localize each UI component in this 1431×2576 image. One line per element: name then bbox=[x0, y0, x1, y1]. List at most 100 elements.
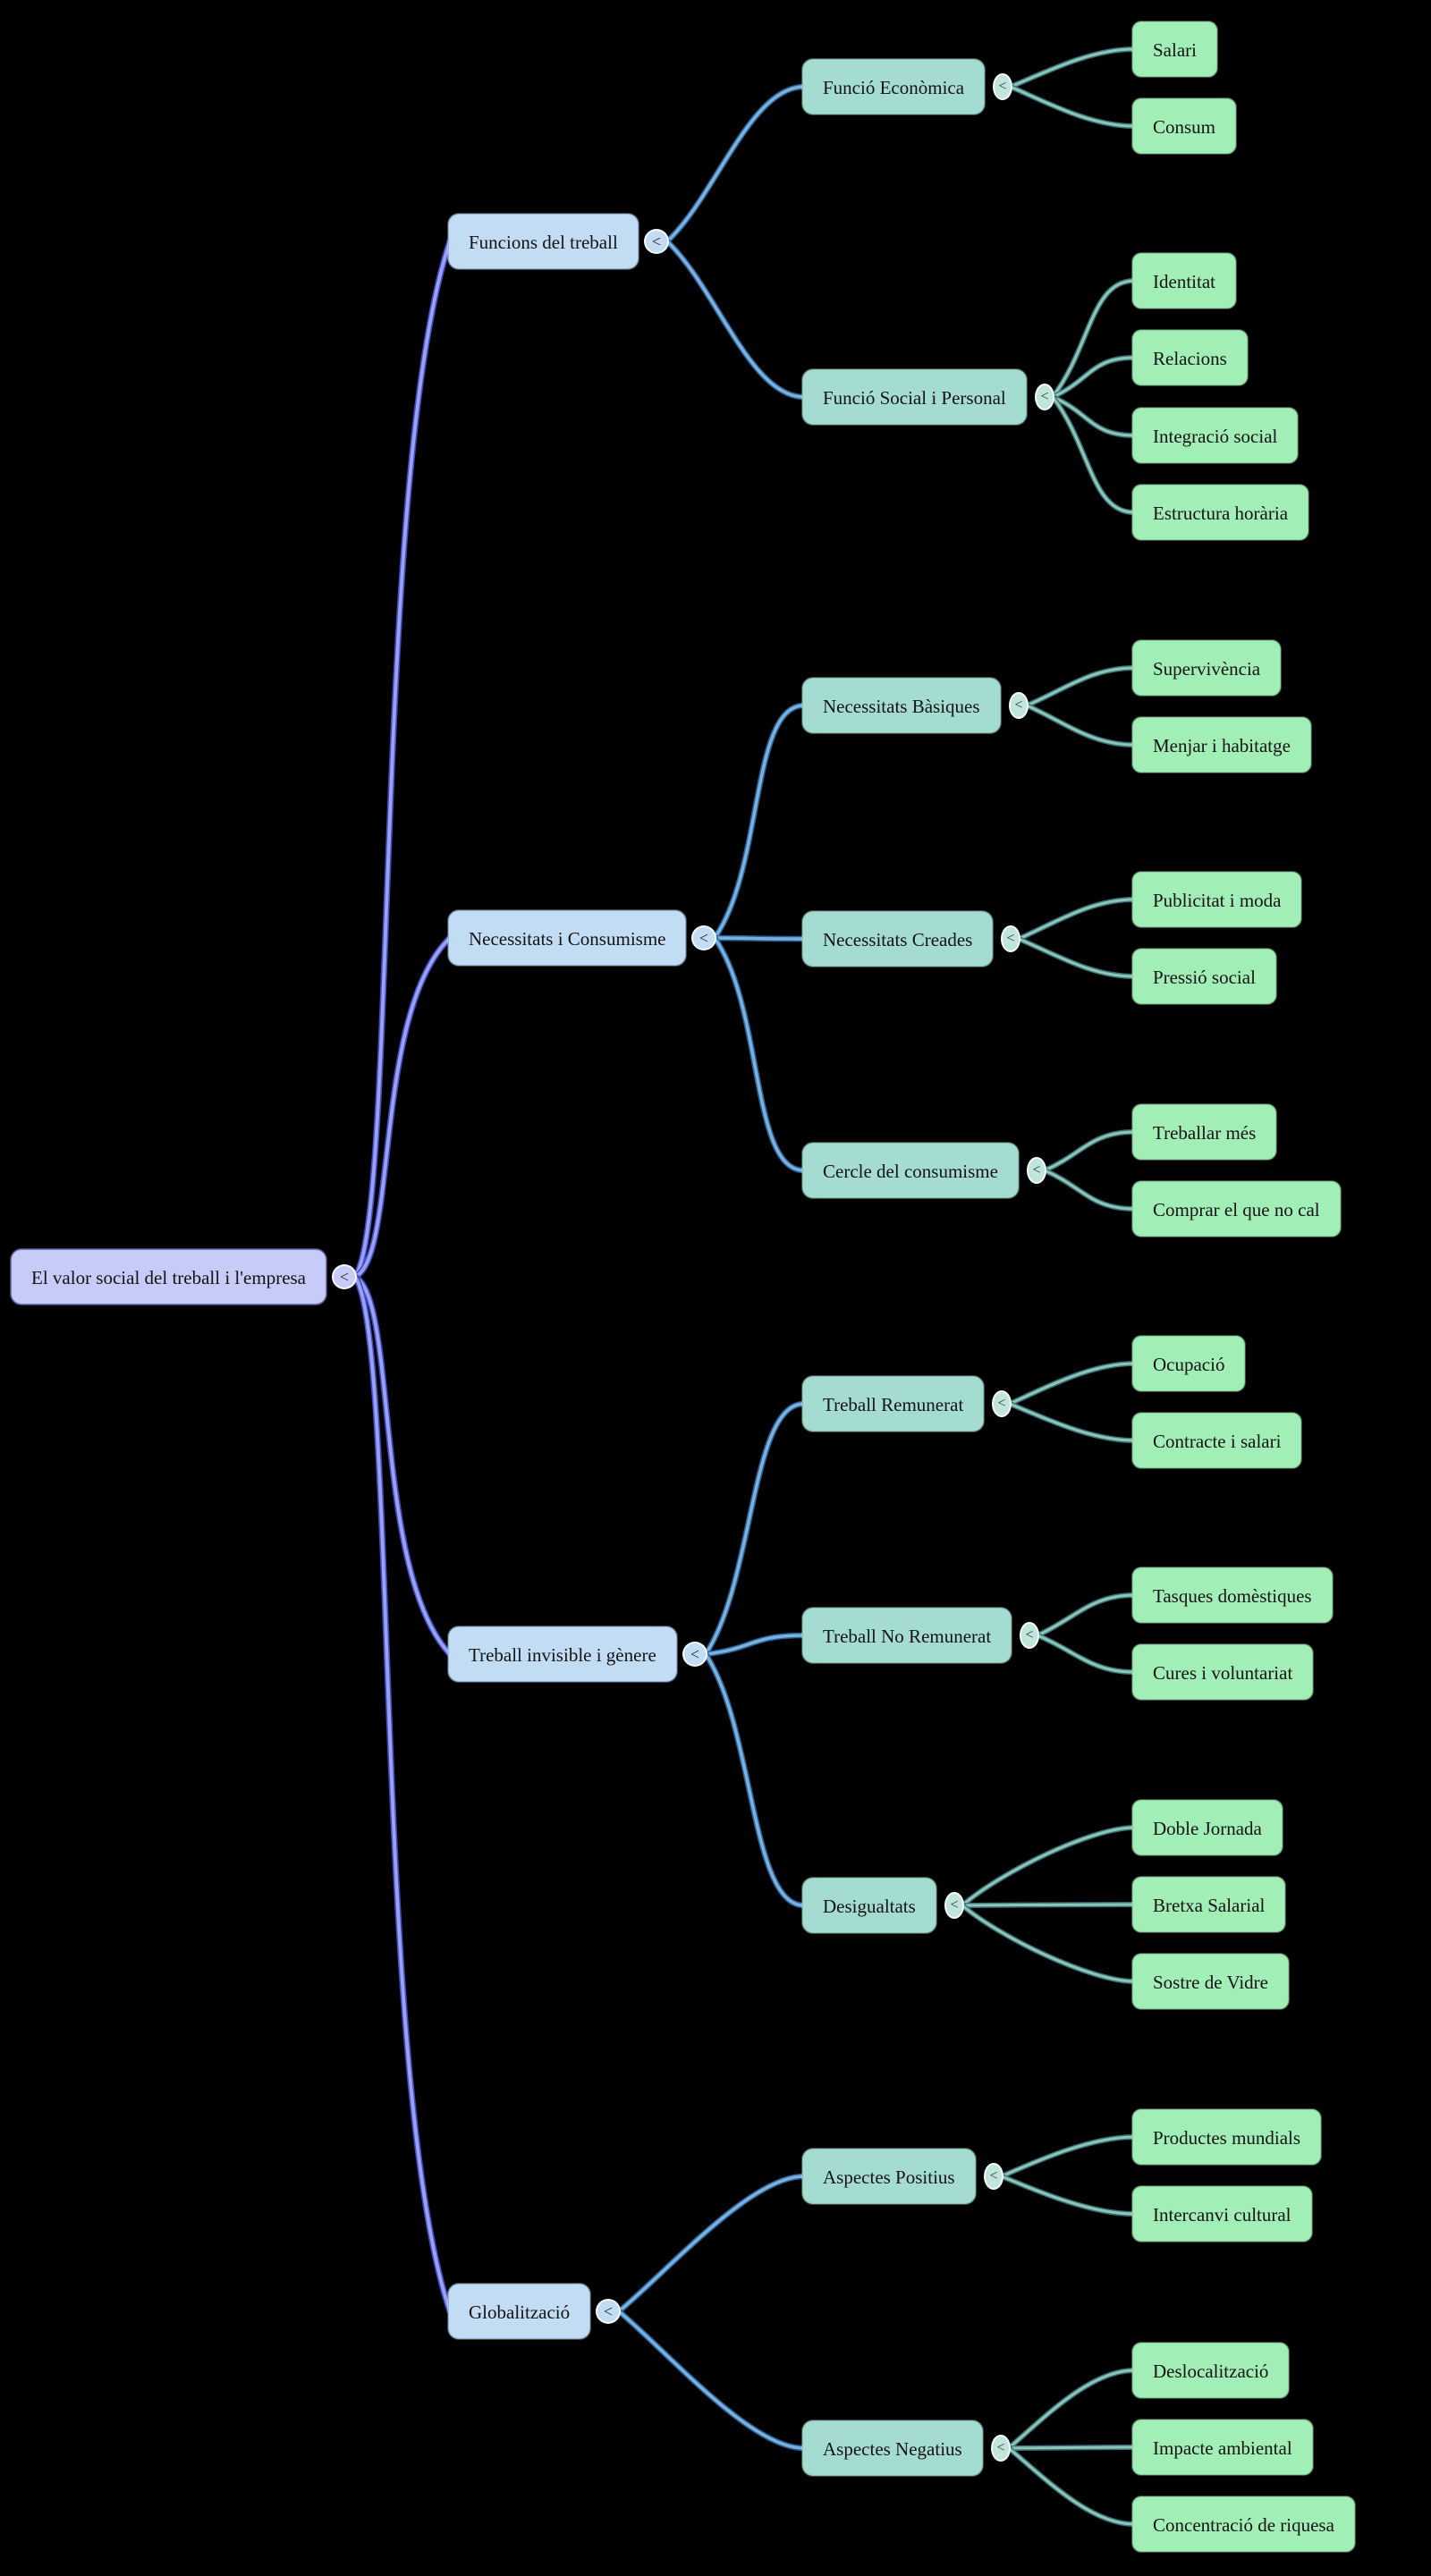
edge-globalitzacio-aspectes-positius bbox=[615, 2173, 808, 2315]
node-treball-invisible-i-genere[interactable]: Treball invisible i gènere bbox=[448, 1626, 677, 1682]
node-supervivencia[interactable]: Supervivència bbox=[1132, 640, 1282, 696]
collapse-button-funcio-economica[interactable]: < bbox=[993, 73, 1012, 100]
edge-treball-remunerat-contracte-i-salari bbox=[1007, 1401, 1137, 1443]
edge-treball-no-remunerat-tasques-domestiques bbox=[1036, 1593, 1136, 1637]
node-aspectes-negatius[interactable]: Aspectes Negatius bbox=[802, 2420, 983, 2476]
edge-root-globalitzacio bbox=[351, 1273, 453, 2315]
edge-funcio-economica-consum bbox=[1008, 84, 1137, 129]
collapse-button-funcio-social-i-personal[interactable]: < bbox=[1035, 384, 1054, 410]
collapse-button-necessitats-i-consumisme[interactable]: < bbox=[691, 925, 716, 950]
node-contracte-i-salari[interactable]: Contracte i salari bbox=[1132, 1413, 1302, 1468]
edge-treball-invisible-i-genere-desigualtats bbox=[704, 1652, 806, 1907]
edge-aspectes-negatius-concentracio-de-riquesa bbox=[1007, 2446, 1136, 2526]
node-treball-no-remunerat[interactable]: Treball No Remunerat bbox=[802, 1608, 1012, 1663]
edge-cercle-del-consumisme-treballar-mes bbox=[1043, 1130, 1136, 1172]
node-globalitzacio[interactable]: Globalització bbox=[448, 2284, 591, 2339]
node-cercle-del-consumisme[interactable]: Cercle del consumisme bbox=[802, 1143, 1019, 1198]
edge-funcio-social-i-personal-relacions bbox=[1051, 356, 1136, 399]
edge-necessitats-creades-pressio-social bbox=[1016, 936, 1137, 979]
edge-treball-invisible-i-genere-treball-no-remunerat bbox=[704, 1634, 806, 1656]
collapse-button-aspectes-negatius[interactable]: < bbox=[991, 2435, 1011, 2462]
edge-globalitzacio-aspectes-positius bbox=[617, 2175, 806, 2313]
node-publicitat-i-moda[interactable]: Publicitat i moda bbox=[1132, 872, 1302, 927]
node-funcio-social-i-personal[interactable]: Funció Social i Personal bbox=[802, 369, 1027, 425]
node-necessitats-i-consumisme[interactable]: Necessitats i Consumisme bbox=[448, 910, 687, 966]
collapse-button-globalitzacio[interactable]: < bbox=[596, 2299, 621, 2324]
edge-treball-remunerat-contracte-i-salari bbox=[1008, 1402, 1136, 1442]
node-comprar-el-que-no-cal[interactable]: Comprar el que no cal bbox=[1132, 1181, 1341, 1237]
edge-treball-remunerat-ocupacio bbox=[1008, 1362, 1136, 1406]
collapse-button-treball-no-remunerat[interactable]: < bbox=[1020, 1622, 1039, 1649]
edge-treball-invisible-i-genere-desigualtats bbox=[702, 1651, 808, 1909]
edge-necessitats-i-consumisme-necessitats-creades bbox=[713, 936, 806, 941]
collapse-button-funcions-del-treball[interactable]: < bbox=[644, 229, 669, 254]
edge-funcions-del-treball-funcio-social-i-personal bbox=[665, 240, 806, 399]
collapse-button-necessitats-basiques[interactable]: < bbox=[1009, 692, 1029, 719]
node-treballar-mes[interactable]: Treballar més bbox=[1132, 1104, 1277, 1160]
edge-aspectes-positius-intercanvi-cultural bbox=[999, 2174, 1137, 2217]
collapse-button-root[interactable]: < bbox=[332, 1264, 357, 1289]
node-sostre-de-vidre[interactable]: Sostre de Vidre bbox=[1132, 1954, 1289, 2009]
edge-root-globalitzacio bbox=[353, 1275, 452, 2313]
edge-treball-remunerat-ocupacio bbox=[1007, 1361, 1137, 1406]
node-impacte-ambiental[interactable]: Impacte ambiental bbox=[1132, 2420, 1313, 2475]
node-salari[interactable]: Salari bbox=[1132, 21, 1217, 77]
node-necessitats-creades[interactable]: Necessitats Creades bbox=[802, 911, 994, 967]
node-desigualtats[interactable]: Desigualtats bbox=[802, 1878, 936, 1933]
collapse-button-treball-remunerat[interactable]: < bbox=[992, 1390, 1012, 1417]
node-productes-mundials[interactable]: Productes mundials bbox=[1132, 2109, 1322, 2165]
node-aspectes-positius[interactable]: Aspectes Positius bbox=[802, 2149, 976, 2204]
collapse-button-cercle-del-consumisme[interactable]: < bbox=[1027, 1157, 1046, 1184]
collapse-button-necessitats-creades[interactable]: < bbox=[1001, 925, 1020, 952]
node-doble-jornada[interactable]: Doble Jornada bbox=[1132, 1800, 1283, 1855]
edge-necessitats-i-consumisme-necessitats-basiques bbox=[713, 704, 806, 940]
node-ocupacio[interactable]: Ocupació bbox=[1132, 1336, 1246, 1391]
edge-cercle-del-consumisme-comprar-el-que-no-cal bbox=[1043, 1169, 1136, 1211]
node-consum[interactable]: Consum bbox=[1132, 98, 1237, 154]
edge-funcio-economica-salari bbox=[1008, 46, 1137, 89]
node-cures-i-voluntariat[interactable]: Cures i voluntariat bbox=[1132, 1644, 1314, 1700]
node-concentracio-de-riquesa[interactable]: Concentració de riquesa bbox=[1132, 2496, 1355, 2552]
collapse-button-treball-invisible-i-genere[interactable]: < bbox=[682, 1642, 707, 1667]
edge-root-funcions-del-treball bbox=[351, 238, 453, 1280]
edge-necessitats-creades-publicitat-i-moda bbox=[1016, 897, 1137, 942]
edge-treball-no-remunerat-cures-i-voluntariat bbox=[1036, 1634, 1136, 1674]
node-identitat[interactable]: Identitat bbox=[1132, 253, 1236, 308]
node-necessitats-basiques[interactable]: Necessitats Bàsiques bbox=[802, 678, 1001, 733]
edge-necessitats-basiques-supervivencia bbox=[1025, 666, 1136, 707]
edge-funcio-economica-consum bbox=[1009, 85, 1136, 128]
collapse-button-desigualtats[interactable]: < bbox=[944, 1892, 964, 1919]
edge-funcio-economica-salari bbox=[1009, 47, 1136, 89]
edge-treball-invisible-i-genere-treball-remunerat bbox=[702, 1400, 808, 1658]
node-integracio-social[interactable]: Integració social bbox=[1132, 408, 1299, 463]
node-root[interactable]: El valor social del treball i l'empresa bbox=[11, 1249, 327, 1305]
edge-necessitats-i-consumisme-cercle-del-consumisme bbox=[713, 936, 806, 1172]
node-estructura-horaria[interactable]: Estructura horària bbox=[1132, 485, 1309, 540]
edge-treball-invisible-i-genere-treball-remunerat bbox=[704, 1402, 806, 1656]
node-menjar-i-habitatge[interactable]: Menjar i habitatge bbox=[1132, 717, 1311, 773]
node-treball-remunerat[interactable]: Treball Remunerat bbox=[802, 1376, 985, 1432]
edge-necessitats-basiques-menjar-i-habitatge bbox=[1025, 704, 1136, 747]
edge-necessitats-basiques-supervivencia bbox=[1024, 665, 1137, 708]
node-pressio-social[interactable]: Pressió social bbox=[1132, 949, 1276, 1004]
node-tasques-domestiques[interactable]: Tasques domèstiques bbox=[1132, 1567, 1333, 1623]
edge-globalitzacio-aspectes-negatius bbox=[617, 2310, 806, 2450]
collapse-button-aspectes-positius[interactable]: < bbox=[984, 2163, 1003, 2190]
edge-aspectes-negatius-deslocalitzacio bbox=[1006, 2368, 1137, 2451]
edge-root-necessitats-i-consumisme bbox=[353, 936, 452, 1279]
node-deslocalitzacio[interactable]: Deslocalització bbox=[1132, 2343, 1290, 2398]
node-funcions-del-treball[interactable]: Funcions del treball bbox=[448, 214, 639, 269]
node-relacions[interactable]: Relacions bbox=[1132, 330, 1248, 385]
node-bretxa-salarial[interactable]: Bretxa Salarial bbox=[1132, 1877, 1286, 1932]
node-intercanvi-cultural[interactable]: Intercanvi cultural bbox=[1132, 2186, 1312, 2242]
edge-necessitats-i-consumisme-necessitats-basiques bbox=[711, 702, 808, 942]
edge-desigualtats-sostre-de-vidre bbox=[960, 1903, 1137, 1984]
edge-funcions-del-treball-funcio-economica bbox=[665, 85, 806, 243]
edge-root-funcions-del-treball bbox=[353, 240, 452, 1279]
edge-funcio-social-i-personal-identitat bbox=[1051, 279, 1136, 399]
edge-aspectes-negatius-concentracio-de-riquesa bbox=[1006, 2445, 1137, 2527]
edge-desigualtats-sostre-de-vidre bbox=[961, 1904, 1136, 1983]
node-funcio-economica[interactable]: Funció Econòmica bbox=[802, 59, 986, 114]
